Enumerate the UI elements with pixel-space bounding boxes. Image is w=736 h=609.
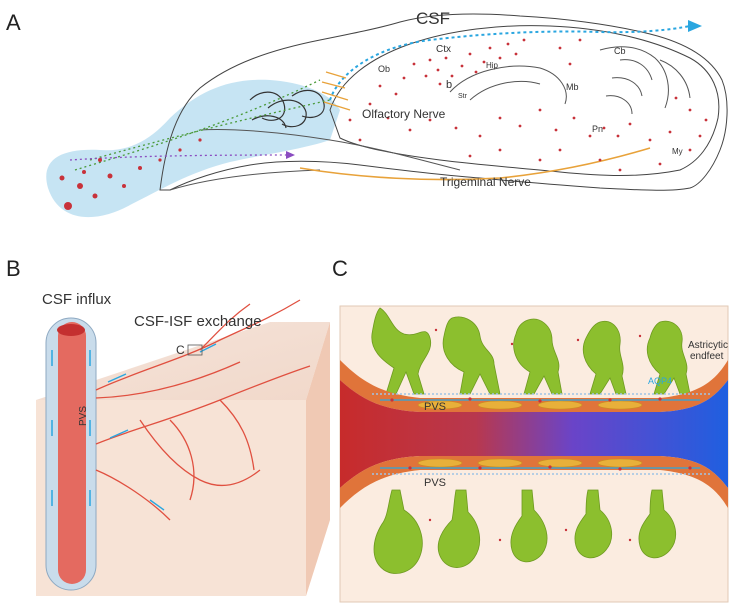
astrocytes-top	[371, 307, 691, 395]
csf-flow-path	[329, 25, 691, 101]
csf-isf-exchange-label: CSF-ISF exchange	[134, 313, 262, 330]
region-my-label: My	[672, 147, 683, 156]
head-outline	[159, 13, 728, 191]
solute-dots	[390, 328, 692, 542]
capillary-network	[95, 299, 311, 521]
nasal-cavity-highlight	[46, 79, 340, 218]
panel-a: A	[6, 9, 728, 218]
region-str-label: Str	[458, 93, 468, 100]
region-ctx-label: Ctx	[436, 44, 451, 55]
lower-skull-line	[169, 169, 321, 191]
csf-flow-arrow	[688, 20, 702, 32]
blood-vessel	[58, 322, 86, 584]
region-hip-label: Hip	[486, 61, 499, 70]
hippocampus-curve	[449, 65, 567, 105]
brain-outline	[329, 25, 720, 176]
region-cb-label: Cb	[614, 46, 626, 56]
csf-label: CSF	[416, 9, 450, 28]
palate-line	[199, 128, 461, 171]
olfactory-path-2	[89, 99, 331, 161]
tissue-cube-top	[36, 322, 330, 400]
endothelial-cells	[417, 400, 643, 468]
panel-b-letter: B	[6, 256, 21, 281]
vessel-wall-bottom	[340, 456, 728, 508]
pvs-label-top: PVS	[424, 401, 446, 413]
vessel-lumen	[340, 380, 728, 488]
tissue-cube-side	[306, 322, 330, 596]
nasal-turbinates	[249, 89, 325, 129]
trigeminal-dotted-arrow	[286, 151, 295, 159]
region-ob-label: Ob	[378, 64, 390, 74]
trigeminal-nerve-label: Trigeminal Nerve	[440, 175, 531, 189]
olfactory-nerve-fibres	[321, 71, 351, 111]
vessel-wall-top	[340, 360, 728, 412]
panel-b: B CSF influx CSF-IS	[6, 256, 330, 596]
region-mb-label: Mb	[566, 82, 579, 92]
csf-flow-arrows	[51, 350, 91, 506]
astrocytic-endfeet-label-line2: endfeet	[690, 351, 724, 362]
csf-influx-label: CSF influx	[42, 291, 112, 308]
aqp4-channels	[372, 393, 710, 475]
astrocytic-endfeet-label-line1: Astricytic	[688, 340, 728, 351]
olfactory-nerve-label: Olfactory Nerve	[362, 107, 446, 121]
vessel-opening	[57, 324, 85, 336]
trigeminal-nerve-line	[299, 147, 651, 181]
tracer-dots	[59, 38, 708, 210]
aqp4-label: AQP4	[648, 376, 672, 386]
cerebellum-folds	[599, 46, 691, 115]
region-pn-label: Pn	[592, 124, 603, 134]
panel-a-letter: A	[6, 10, 21, 35]
capillary-flow-arrows	[107, 343, 217, 511]
pvs-label-b: PVS	[78, 406, 89, 426]
tissue-cube-front	[36, 400, 306, 596]
astrocytes-bottom	[373, 489, 677, 574]
region-b-label: b	[446, 79, 452, 91]
zoom-region-box	[187, 344, 203, 356]
panel-c: C	[332, 256, 729, 603]
pvs-label-bottom: PVS	[424, 477, 446, 489]
panel-c-letter: C	[332, 256, 348, 281]
zoom-marker-label: C	[176, 343, 185, 357]
olfactory-path-1	[74, 79, 321, 171]
